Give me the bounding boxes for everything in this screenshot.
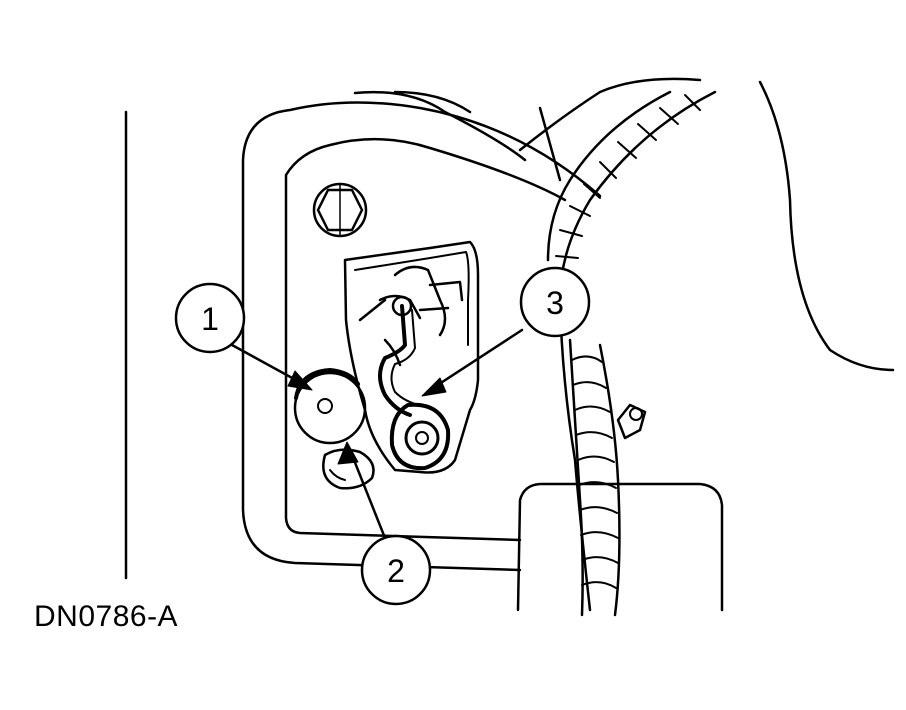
latch-housing-inner (354, 251, 470, 346)
right-pillar-curve (758, 80, 895, 372)
latch-housing (343, 240, 480, 474)
figure-id-label: DN0786-A (34, 600, 179, 633)
actuator-rod (378, 304, 412, 417)
callout-1-leader (230, 343, 313, 391)
mounting-bolt (312, 182, 368, 238)
callout-2-leader (337, 441, 387, 540)
upper-trim-curve-4 (538, 106, 562, 182)
callout-1-number: 1 (201, 301, 219, 337)
harness-clip-stud (629, 407, 643, 421)
harness-clip (616, 403, 647, 440)
callout-1: 1 (174, 282, 246, 354)
door-seal-inner (546, 90, 672, 262)
latch-linkage (358, 265, 464, 367)
lower-access-hole-shadow (329, 469, 346, 481)
upper-trim-curve (353, 90, 527, 162)
door-seal-hatching (555, 94, 701, 259)
outer-panel-outline (241, 101, 602, 572)
wiring-harness-right-edge (598, 343, 621, 617)
callout-2-number: 2 (387, 553, 405, 589)
inner-panel-outline (284, 137, 567, 542)
callout-3: 3 (519, 266, 591, 338)
actuator-rod-outline (390, 309, 423, 407)
access-plug-center (317, 398, 333, 414)
callout-3-leader (421, 328, 524, 397)
door-seal-outer (558, 90, 717, 612)
latch-lever-pivot-hole (415, 431, 429, 445)
latch-lever (389, 402, 451, 471)
latch-lever-pivot (404, 420, 440, 456)
callout-2: 2 (360, 534, 432, 606)
upper-trim-curve-2 (393, 90, 472, 114)
access-plug (293, 371, 367, 445)
upper-trim-curve-3 (518, 77, 702, 152)
lower-bracket (516, 482, 724, 612)
callout-3-number: 3 (546, 285, 564, 321)
